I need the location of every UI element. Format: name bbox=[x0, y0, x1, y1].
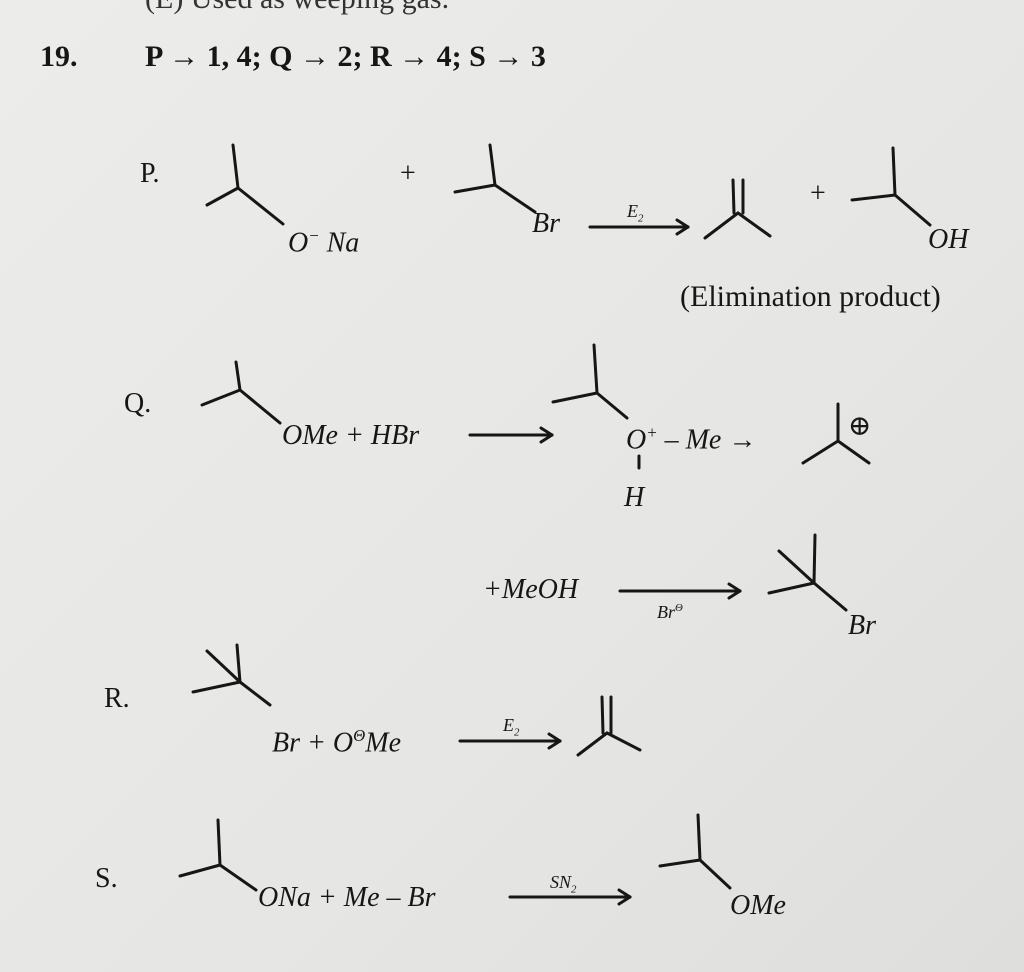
question-number: 19. bbox=[40, 40, 78, 73]
label-S: S. bbox=[95, 863, 118, 894]
cut-off-previous-line: (E) Used as weeping gas. bbox=[145, 0, 449, 14]
label-P: P. bbox=[140, 158, 160, 189]
arrow-Q2 bbox=[618, 582, 742, 600]
isobutylene-R-skeleton bbox=[576, 695, 642, 757]
Q-oxonium-H: H bbox=[624, 482, 645, 513]
tert-butyl-methyl-ether-skeleton bbox=[200, 360, 282, 425]
arrow-P bbox=[588, 218, 690, 236]
P-plus-1: + bbox=[400, 158, 416, 189]
isobutylene-skeleton bbox=[703, 178, 772, 240]
P-alkoxide-group: O− Na bbox=[288, 226, 360, 259]
Q-oxonium: O+ – Me → bbox=[626, 423, 757, 456]
carbocation-skeleton bbox=[801, 402, 871, 465]
P-bromide-group: Br bbox=[532, 208, 560, 239]
Q-product-bromide: Br bbox=[848, 610, 876, 641]
label-R: R. bbox=[104, 683, 130, 714]
S-reactants: ONa + Me – Br bbox=[258, 882, 436, 913]
S-product-group: OMe bbox=[730, 890, 786, 921]
arrow-Q1 bbox=[468, 426, 554, 444]
Q-carbocation-charge: ⊕ bbox=[848, 411, 872, 442]
tert-butyl-bromide-skeleton bbox=[453, 143, 537, 214]
arrow-R bbox=[458, 732, 562, 750]
R-reactants: Br + OΘMe bbox=[272, 726, 402, 759]
Q-step2-reactant: +MeOH bbox=[483, 574, 579, 605]
R-arrow-label: E2 bbox=[503, 715, 520, 739]
tert-butoxide-skeleton bbox=[205, 143, 285, 226]
P-note: (Elimination product) bbox=[680, 280, 941, 313]
P-plus-2: + bbox=[810, 178, 826, 209]
arrow-S bbox=[508, 888, 632, 906]
oxonium-skeleton bbox=[551, 343, 641, 470]
Q-reactants: OMe + HBr bbox=[282, 420, 420, 451]
tert-butyl-bromide-R-skeleton bbox=[191, 643, 272, 707]
S-arrow-label: SN2 bbox=[550, 872, 577, 896]
tert-butanol-skeleton bbox=[850, 146, 932, 227]
tert-butyl-bromide-product-skeleton bbox=[767, 533, 848, 612]
P-arrow-label: E2 bbox=[627, 201, 644, 225]
answer-key: P → 1, 4; Q → 2; R → 4; S → 3 bbox=[145, 40, 546, 73]
P-hydroxyl-group: OH bbox=[928, 224, 969, 255]
sodium-tert-butoxide-skeleton bbox=[178, 818, 258, 892]
tert-butyl-methyl-ether-product-skeleton bbox=[658, 813, 732, 890]
Q-step2-reagent: BrΘ bbox=[657, 602, 683, 622]
label-Q: Q. bbox=[124, 388, 152, 419]
